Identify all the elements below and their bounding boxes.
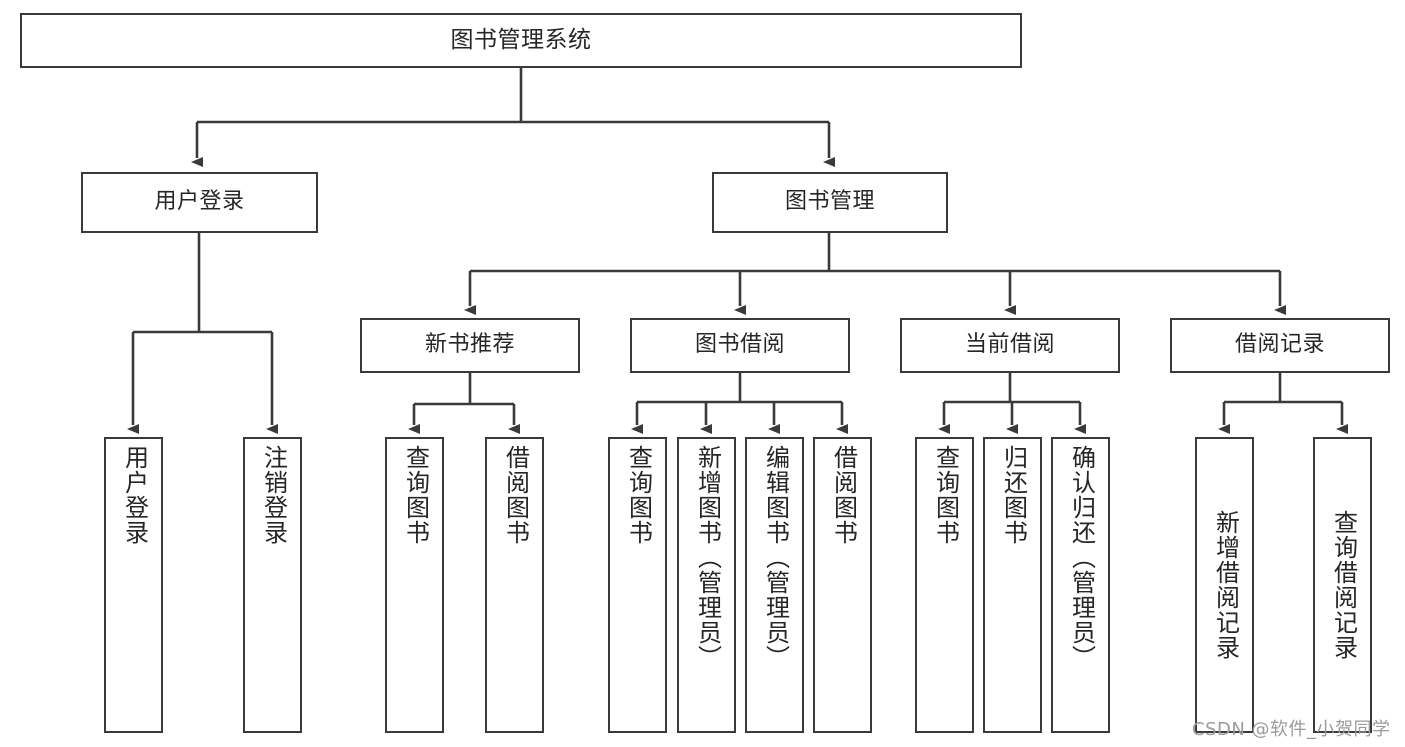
node-book-manage[interactable]: 图书管理 (712, 172, 948, 233)
node-label: 查询图书 (401, 445, 430, 545)
leaf-confirm-return[interactable]: 确认归还（管理员） (1051, 437, 1110, 733)
leaf-borrow-book[interactable]: 借阅图书 (813, 437, 872, 733)
node-label: 借阅记录 (1234, 332, 1325, 358)
leaf-add-book[interactable]: 新增图书（管理员） (677, 437, 736, 733)
node-borrow-record[interactable]: 借阅记录 (1170, 318, 1390, 373)
leaf-query-book-recommend[interactable]: 查询图书 (385, 437, 444, 733)
node-label: 查询借阅记录 (1329, 510, 1358, 660)
node-root-book-management-system[interactable]: 图书管理系统 (20, 13, 1022, 68)
leaf-query-book-current[interactable]: 查询图书 (915, 437, 974, 733)
leaf-borrow-book-recommend[interactable]: 借阅图书 (485, 437, 544, 733)
leaf-query-book-borrow[interactable]: 查询图书 (608, 437, 667, 733)
node-label: 新书推荐 (424, 332, 515, 358)
node-current-borrow[interactable]: 当前借阅 (900, 318, 1120, 373)
node-label: 借阅图书 (829, 445, 858, 545)
node-label: 新增图书（管理员） (693, 445, 722, 670)
node-label: 查询图书 (624, 445, 653, 545)
node-label: 归还图书 (999, 445, 1028, 545)
node-label: 借阅图书 (501, 445, 530, 545)
node-user-login[interactable]: 用户登录 (81, 172, 318, 233)
node-label: 图书管理 (784, 189, 875, 215)
node-label: 图书管理系统 (450, 26, 592, 53)
leaf-user-login[interactable]: 用户登录 (104, 437, 163, 733)
leaf-query-borrow-record[interactable]: 查询借阅记录 (1313, 437, 1372, 733)
leaf-add-borrow-record[interactable]: 新增借阅记录 (1195, 437, 1254, 733)
node-label: 用户登录 (120, 445, 149, 545)
node-book-borrow[interactable]: 图书借阅 (630, 318, 850, 373)
node-label: 确认归还（管理员） (1067, 445, 1096, 670)
csdn-watermark: CSDN @软件_小贺同学 (1192, 719, 1391, 740)
node-label: 用户登录 (154, 189, 245, 215)
leaf-user-logout[interactable]: 注销登录 (243, 437, 302, 733)
node-label: 编辑图书（管理员） (761, 445, 790, 670)
node-label: 图书借阅 (694, 332, 785, 358)
node-label: 新增借阅记录 (1211, 510, 1240, 660)
node-new-book-recommend[interactable]: 新书推荐 (360, 318, 580, 373)
node-label: 注销登录 (259, 445, 288, 545)
leaf-edit-book[interactable]: 编辑图书（管理员） (745, 437, 804, 733)
node-label: 查询图书 (931, 445, 960, 545)
node-label: 当前借阅 (964, 332, 1055, 358)
leaf-return-book[interactable]: 归还图书 (983, 437, 1042, 733)
